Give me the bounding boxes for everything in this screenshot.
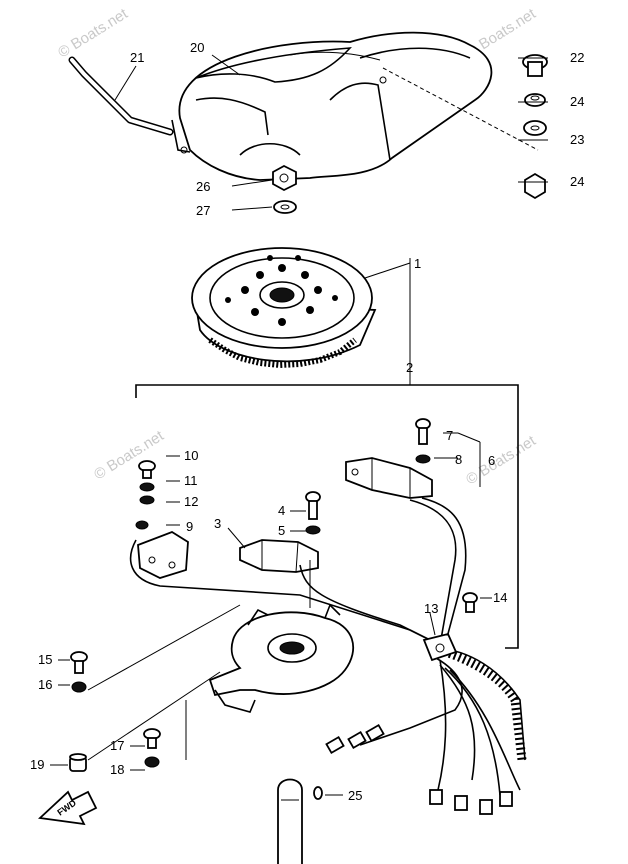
- collar: [523, 120, 547, 136]
- callout-1: 1: [414, 256, 421, 271]
- washer-stack: [135, 520, 149, 530]
- collar-19: [69, 753, 87, 772]
- screw-4: [305, 491, 321, 520]
- grommet-upper: [524, 93, 546, 107]
- fwd-arrow-icon: FWD: [37, 790, 98, 826]
- callout-21: 21: [130, 50, 144, 65]
- washer: [273, 200, 297, 214]
- screw-14: [462, 592, 478, 613]
- washer-5: [305, 525, 321, 535]
- stator-base: [208, 603, 354, 713]
- callout-19: 19: [30, 757, 44, 772]
- hose: [68, 56, 174, 136]
- retaining-ring: [313, 786, 323, 800]
- callout-2: 2: [406, 360, 413, 375]
- callout-labels: 1 2 3 4 5 6 7 8 9 10 11 12 13 14 15 16 1…: [30, 40, 584, 803]
- washer-18: [144, 756, 160, 768]
- assembly-bracket: [135, 384, 519, 649]
- callout-27: 27: [196, 203, 210, 218]
- watermark-top-left: © Boats.net: [55, 5, 131, 62]
- connectors: [325, 723, 513, 815]
- callout-24-lower: 24: [570, 174, 584, 189]
- callout-4: 4: [278, 503, 285, 518]
- callout-10: 10: [184, 448, 198, 463]
- callout-13: 13: [424, 601, 438, 616]
- flywheel: [191, 247, 377, 369]
- callout-12: 12: [184, 494, 198, 509]
- callout-17: 17: [110, 738, 124, 753]
- pulser-coil: [239, 539, 319, 573]
- flywheel-cover: [171, 31, 493, 181]
- screw-15: [70, 651, 88, 674]
- callout-22: 22: [570, 50, 584, 65]
- callout-7: 7: [446, 428, 453, 443]
- callout-23: 23: [570, 132, 584, 147]
- washer-8: [415, 454, 431, 464]
- washer-16: [71, 681, 87, 693]
- watermark-mid-right: © Boats.net: [463, 432, 539, 489]
- callout-14: 14: [493, 590, 507, 605]
- grommet-lower: [524, 172, 546, 200]
- callout-9: 9: [186, 519, 193, 534]
- callout-26: 26: [196, 179, 210, 194]
- watermark-mid-left: © Boats.net: [91, 427, 167, 484]
- leader-lines: [50, 54, 548, 796]
- crankshaft-end: [277, 778, 303, 864]
- charge-coil: [137, 530, 189, 579]
- callout-24-upper: 24: [570, 94, 584, 109]
- callout-5: 5: [278, 523, 285, 538]
- screw-7: [415, 418, 431, 445]
- callout-25: 25: [348, 788, 362, 803]
- callout-6: 6: [488, 453, 495, 468]
- nut: [272, 164, 297, 192]
- washer-11: [139, 482, 155, 492]
- callout-8: 8: [455, 452, 462, 467]
- ignition-coil: [345, 457, 433, 499]
- washer-12: [139, 495, 155, 505]
- callout-16: 16: [38, 677, 52, 692]
- callout-3: 3: [214, 516, 221, 531]
- screw-17: [143, 728, 161, 749]
- screw-10: [138, 460, 156, 479]
- clamp: [422, 632, 458, 662]
- callout-15: 15: [38, 652, 52, 667]
- callout-11: 11: [184, 473, 198, 488]
- callout-20: 20: [190, 40, 204, 55]
- wire-harness: [129, 497, 526, 796]
- callout-18: 18: [110, 762, 124, 777]
